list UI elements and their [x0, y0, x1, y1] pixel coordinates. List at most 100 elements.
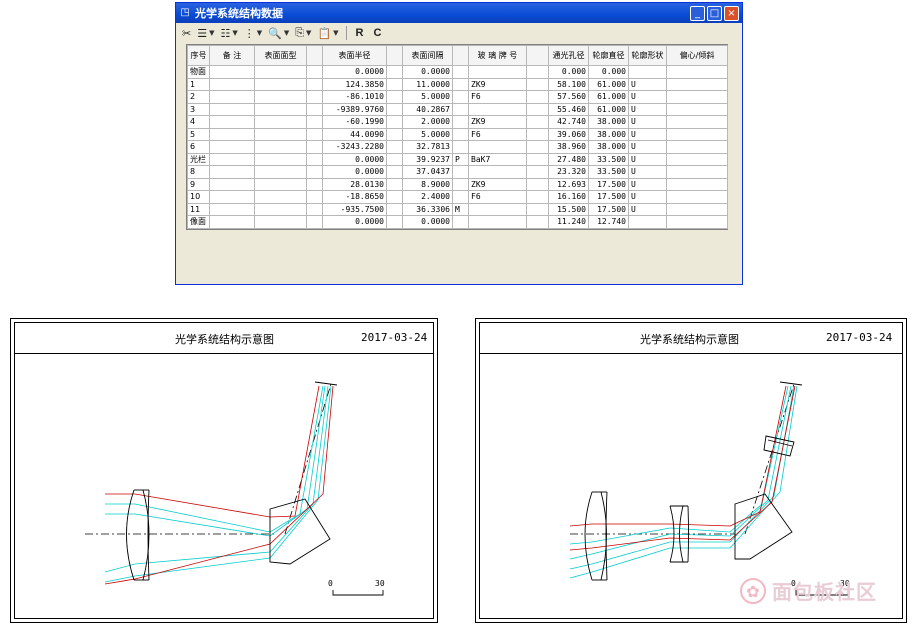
- table-cell[interactable]: [526, 215, 549, 229]
- table-cell[interactable]: ZK9: [468, 115, 527, 129]
- table-cell[interactable]: 16.160: [548, 190, 589, 204]
- table-cell[interactable]: [526, 177, 549, 191]
- column-header[interactable]: 表面面型: [254, 45, 307, 66]
- table-cell[interactable]: 8: [187, 165, 210, 179]
- table-cell[interactable]: 55.460: [548, 102, 589, 116]
- table-cell[interactable]: [452, 190, 469, 204]
- table-cell[interactable]: [628, 215, 667, 229]
- table-cell[interactable]: U: [628, 152, 667, 166]
- dropdown-arrow-icon[interactable]: ▼: [333, 29, 339, 37]
- column-header[interactable]: 通光孔径: [548, 45, 589, 66]
- dropdown-arrow-icon[interactable]: ▼: [306, 29, 312, 37]
- table-cell[interactable]: [386, 177, 403, 191]
- table-cell[interactable]: [526, 190, 549, 204]
- table-cell[interactable]: U: [628, 140, 667, 154]
- table-cell[interactable]: [254, 140, 307, 154]
- table-cell[interactable]: [666, 127, 728, 141]
- table-cell[interactable]: 17.500: [588, 190, 629, 204]
- table-cell[interactable]: 23.320: [548, 165, 589, 179]
- table-cell[interactable]: 15.500: [548, 202, 589, 216]
- table-cell[interactable]: [386, 190, 403, 204]
- dropdown-arrow-icon[interactable]: ▼: [256, 29, 263, 37]
- table-cell[interactable]: [254, 127, 307, 141]
- table-cell[interactable]: 11: [187, 202, 210, 216]
- table-cell[interactable]: [386, 215, 403, 229]
- table-cell[interactable]: [468, 102, 527, 116]
- table-cell[interactable]: BaK7: [468, 152, 527, 166]
- table-cell[interactable]: 9: [187, 177, 210, 191]
- table-cell[interactable]: [254, 177, 307, 191]
- table-cell[interactable]: F6: [468, 127, 527, 141]
- table-cell[interactable]: [306, 190, 323, 204]
- table-cell[interactable]: [452, 77, 469, 91]
- table-cell[interactable]: 0.0000: [322, 215, 387, 229]
- table-cell[interactable]: [209, 127, 255, 141]
- table-cell[interactable]: 5.0000: [402, 127, 453, 141]
- table-cell[interactable]: 0.000: [588, 65, 629, 79]
- table-cell[interactable]: 4: [187, 115, 210, 129]
- table-cell[interactable]: F6: [468, 190, 527, 204]
- table-cell[interactable]: 33.500: [588, 165, 629, 179]
- table-cell[interactable]: 39.060: [548, 127, 589, 141]
- table-cell[interactable]: 17.500: [588, 177, 629, 191]
- table-cell[interactable]: 44.0090: [322, 127, 387, 141]
- table-cell[interactable]: [254, 90, 307, 104]
- title-bar[interactable]: ◳ 光学系统结构数据 _ □ ×: [176, 3, 742, 23]
- c-button[interactable]: C: [373, 27, 382, 39]
- table-cell[interactable]: 0.0000: [322, 65, 387, 79]
- table-cell[interactable]: U: [628, 77, 667, 91]
- table-cell[interactable]: [468, 65, 527, 79]
- table-cell[interactable]: 0.0000: [322, 165, 387, 179]
- table-cell[interactable]: ZK9: [468, 177, 527, 191]
- table-cell[interactable]: U: [628, 102, 667, 116]
- table-cell[interactable]: [526, 140, 549, 154]
- table-cell[interactable]: [386, 77, 403, 91]
- table-cell[interactable]: [209, 77, 255, 91]
- close-button[interactable]: ×: [724, 5, 739, 21]
- table-cell[interactable]: 2.4000: [402, 190, 453, 204]
- table-cell[interactable]: [386, 90, 403, 104]
- column-header[interactable]: 备 注: [209, 45, 255, 66]
- table-cell[interactable]: 38.000: [588, 127, 629, 141]
- table-cell[interactable]: 8.9000: [402, 177, 453, 191]
- table-cell[interactable]: F6: [468, 90, 527, 104]
- table-cell[interactable]: 5.0000: [402, 90, 453, 104]
- table-cell[interactable]: 36.3306: [402, 202, 453, 216]
- table-cell[interactable]: ZK9: [468, 77, 527, 91]
- table-cell[interactable]: 38.000: [588, 115, 629, 129]
- column-header[interactable]: 轮廓形状: [628, 45, 667, 66]
- table-cell[interactable]: [666, 140, 728, 154]
- table-cell[interactable]: 124.3850: [322, 77, 387, 91]
- table-cell[interactable]: -3243.2280: [322, 140, 387, 154]
- column-header[interactable]: [452, 45, 469, 66]
- table-cell[interactable]: [666, 177, 728, 191]
- table-cell[interactable]: [526, 165, 549, 179]
- table-cell[interactable]: -935.7500: [322, 202, 387, 216]
- table-cell[interactable]: [386, 102, 403, 116]
- column-header[interactable]: 玻 璃 牌 号: [468, 45, 527, 66]
- table-cell[interactable]: 27.480: [548, 152, 589, 166]
- table-cell[interactable]: [452, 165, 469, 179]
- column-header[interactable]: 表面间隔: [402, 45, 453, 66]
- table-cell[interactable]: 39.9237: [402, 152, 453, 166]
- table-cell[interactable]: [452, 90, 469, 104]
- table-cell[interactable]: [526, 152, 549, 166]
- table-cell[interactable]: U: [628, 177, 667, 191]
- copy-button[interactable]: ⎘▼: [293, 25, 313, 41]
- table-cell[interactable]: 12.693: [548, 177, 589, 191]
- table-cell[interactable]: [306, 77, 323, 91]
- table-cell[interactable]: [666, 190, 728, 204]
- table-cell[interactable]: 57.560: [548, 90, 589, 104]
- table-cell[interactable]: 12.740: [588, 215, 629, 229]
- table-cell[interactable]: 58.100: [548, 77, 589, 91]
- table-cell[interactable]: [209, 215, 255, 229]
- table-cell[interactable]: [666, 115, 728, 129]
- table-cell[interactable]: 像面: [187, 215, 210, 229]
- table-cell[interactable]: [666, 215, 728, 229]
